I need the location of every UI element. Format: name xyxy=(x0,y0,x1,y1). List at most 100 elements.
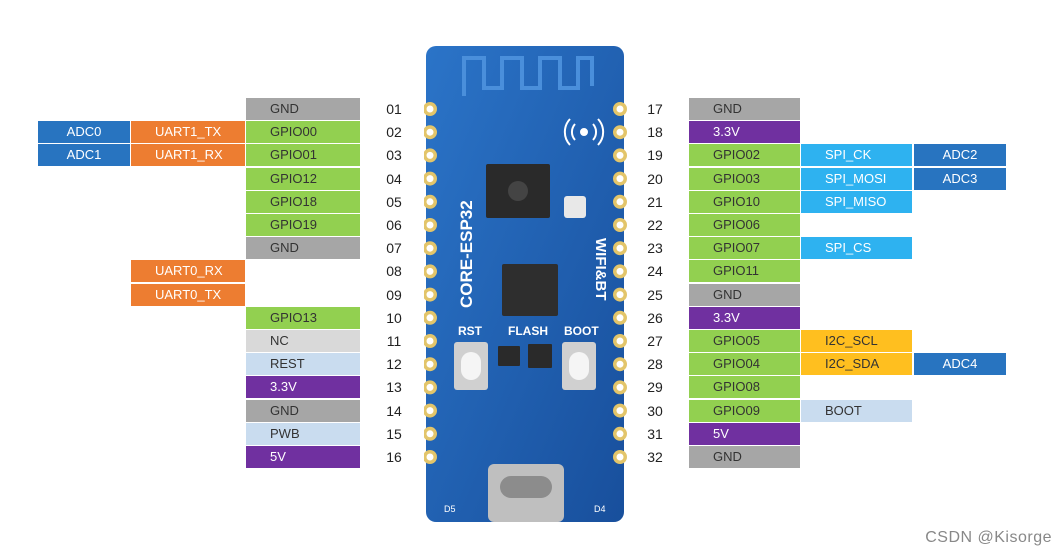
pad-hole xyxy=(616,267,624,275)
pin-label-gnd: GND xyxy=(689,446,800,468)
pad-hole xyxy=(426,360,434,368)
pin-number: 29 xyxy=(647,379,663,396)
pin-number: 16 xyxy=(386,449,402,465)
pad-hole xyxy=(616,244,624,252)
pin-number: 13 xyxy=(386,379,402,396)
pin-number: 26 xyxy=(647,309,663,326)
pin-label-gpio: GPIO02 xyxy=(689,144,800,167)
pin-number: 28 xyxy=(647,356,663,373)
pin-number: 12 xyxy=(386,356,402,373)
pin-label-gpio: GPIO18 xyxy=(246,190,360,213)
pad-hole xyxy=(426,267,434,275)
pin-label-gnd: GND xyxy=(246,237,360,260)
pin-number: 11 xyxy=(386,333,402,349)
esp32-board: CORE-ESP32 WIFI&BT RST FLASH BOOT D5 D4 xyxy=(424,46,627,522)
pad-hole xyxy=(616,151,624,159)
chip-flash xyxy=(502,264,558,316)
boot-label: BOOT xyxy=(564,324,599,338)
pin-number: 23 xyxy=(647,240,663,257)
pin-label-gpio: GPIO13 xyxy=(246,306,360,329)
pin-number: 27 xyxy=(647,333,663,349)
pad-hole xyxy=(616,383,624,391)
pin-label-adc: ADC4 xyxy=(914,353,1006,376)
pin-label-power: 5V xyxy=(689,422,800,445)
pin-number: 25 xyxy=(647,286,663,303)
pin-number: 03 xyxy=(386,147,402,164)
pin-label-spi: SPI_CK xyxy=(801,144,912,167)
pin-label-uart: UART1_RX xyxy=(131,144,245,167)
flash-label: FLASH xyxy=(508,324,548,338)
boot-button xyxy=(562,342,596,390)
pad-hole xyxy=(426,175,434,183)
pin-number: 04 xyxy=(386,170,402,187)
pin-number: 18 xyxy=(647,124,663,141)
pad-hole xyxy=(426,407,434,415)
pad-hole xyxy=(426,314,434,322)
pin-label-power: 3.3V xyxy=(689,306,800,329)
pin-label-adc: ADC2 xyxy=(914,144,1006,167)
pin-number: 20 xyxy=(647,170,663,187)
pin-number: 09 xyxy=(386,286,402,303)
pad-hole xyxy=(616,337,624,345)
pad-hole xyxy=(616,314,624,322)
pin-label-gpio: GPIO11 xyxy=(689,260,800,283)
pad-hole xyxy=(616,128,624,136)
pin-label-gnd: GND xyxy=(689,283,800,306)
module-name-label: CORE-ESP32 xyxy=(457,200,476,308)
pin-label-ctrl: REST xyxy=(246,353,360,376)
pin-label-spi: SPI_MISO xyxy=(801,190,912,213)
pin-label-uart: UART0_RX xyxy=(131,260,245,283)
usb-c-connector xyxy=(488,464,564,522)
crystal xyxy=(564,196,586,218)
pin-label-adc: ADC0 xyxy=(38,121,130,144)
pad-hole xyxy=(616,360,624,368)
pad-hole xyxy=(426,291,434,299)
wireless-label: WIFI&BT xyxy=(592,238,609,300)
watermark: CSDN @Kisorge xyxy=(925,529,1052,546)
pad-hole xyxy=(426,337,434,345)
pin-label-uart: UART1_TX xyxy=(131,121,245,144)
pin-number: 05 xyxy=(386,193,402,210)
pin-label-adc: ADC1 xyxy=(38,144,130,167)
pad-hole xyxy=(616,198,624,206)
pin-label-adc: ADC3 xyxy=(914,167,1006,190)
pad-hole xyxy=(616,221,624,229)
castellated-pads xyxy=(424,102,627,464)
pin-number: 06 xyxy=(386,217,402,233)
pin-label-i2c: I2C_SDA xyxy=(801,353,912,376)
pad-hole xyxy=(616,407,624,415)
wifi-icon xyxy=(563,118,605,146)
pin-number: 14 xyxy=(386,402,402,419)
pin-label-gpio: GPIO05 xyxy=(689,330,800,352)
pin-number: 19 xyxy=(647,147,663,164)
pin-label-ctrl: PWB xyxy=(246,422,360,445)
pad-hole xyxy=(616,453,624,461)
pin-label-i2c: I2C_SCL xyxy=(801,330,912,352)
rst-button xyxy=(454,342,488,390)
pin-label-gpio: GPIO04 xyxy=(689,353,800,376)
pad-hole xyxy=(426,105,434,113)
pin-label-gnd: GND xyxy=(689,98,800,120)
pin-number: 30 xyxy=(647,402,663,419)
pin-number: 02 xyxy=(386,124,402,141)
rst-label: RST xyxy=(458,324,483,338)
pin-label-gpio: GPIO09 xyxy=(689,399,800,422)
pad-hole xyxy=(616,105,624,113)
pad-hole xyxy=(616,430,624,438)
d5-label: D5 xyxy=(444,504,456,514)
d4-label: D4 xyxy=(594,504,606,514)
pin-label-gpio: GPIO00 xyxy=(246,121,360,144)
pin-label-ctrl: BOOT xyxy=(801,399,912,422)
pin-number: 22 xyxy=(647,217,663,233)
small-chip xyxy=(498,344,552,368)
pin-label-nc: NC xyxy=(246,330,360,352)
pin-label-uart: UART0_TX xyxy=(131,283,245,306)
pad-hole xyxy=(616,291,624,299)
pin-label-power: 3.3V xyxy=(689,121,800,144)
pin-label-gnd: GND xyxy=(246,98,360,120)
pad-hole xyxy=(426,221,434,229)
pin-label-gpio: GPIO19 xyxy=(246,214,360,236)
pin-label-power: 5V xyxy=(246,446,360,468)
pin-label-gpio: GPIO01 xyxy=(246,144,360,167)
pad-hole xyxy=(426,128,434,136)
